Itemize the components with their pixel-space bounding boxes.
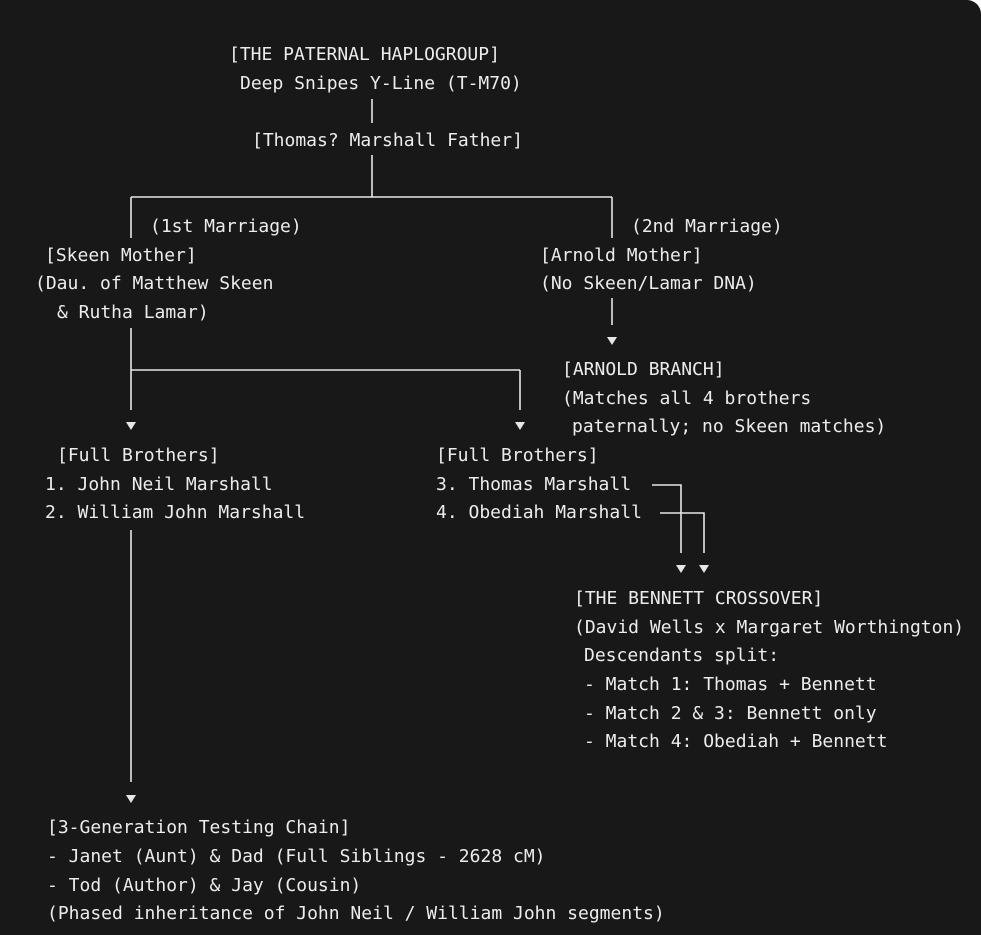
arnold-branch-header: [ARNOLD BRANCH] xyxy=(562,359,725,380)
connector-thomas-bennett xyxy=(652,484,682,553)
father-node: [Thomas? Marshall Father] xyxy=(252,130,523,151)
bennett-match23: - Match 2 & 3: Bennett only xyxy=(584,703,877,724)
full-brothers-a-header: [Full Brothers] xyxy=(57,445,220,466)
arrow-to-arnold-branch xyxy=(607,337,617,345)
testing-chain-line3: (Phased inheritance of John Neil / Willi… xyxy=(47,903,665,924)
second-marriage-label: (2nd Marriage) xyxy=(631,216,783,237)
testing-chain-header: [3-Generation Testing Chain] xyxy=(47,817,351,838)
bennett-match4: - Match 4: Obediah + Bennett xyxy=(584,731,888,752)
testing-chain-line1: - Janet (Aunt) & Dad (Full Siblings - 26… xyxy=(47,846,546,867)
arnold-branch-line2: paternally; no Skeen matches) xyxy=(572,416,887,437)
skeen-mother-line2: & Rutha Lamar) xyxy=(57,302,209,323)
skeen-mother-header: [Skeen Mother] xyxy=(45,245,197,266)
brother-thomas: 3. Thomas Marshall xyxy=(436,474,632,495)
skeen-mother-line1: (Dau. of Matthew Skeen xyxy=(35,273,274,294)
arnold-mother-line1: (No Skeen/Lamar DNA) xyxy=(540,273,757,294)
arrow-to-full-brothers-b xyxy=(515,422,525,430)
brother-obediah: 4. Obediah Marshall xyxy=(436,502,642,523)
arrow-obediah-bennett xyxy=(699,565,709,573)
first-marriage-label: (1st Marriage) xyxy=(150,216,302,237)
brother-john-neil: 1. John Neil Marshall xyxy=(45,474,273,495)
brother-william-john: 2. William John Marshall xyxy=(45,502,306,523)
bennett-header: [THE BENNETT CROSSOVER] xyxy=(574,588,824,609)
bennett-line2: Descendants split: xyxy=(584,645,780,666)
connector-obediah-bennett xyxy=(660,512,705,553)
testing-chain-line2: - Tod (Author) & Jay (Cousin) xyxy=(47,875,362,896)
arrow-to-full-brothers-a xyxy=(126,422,136,430)
arrow-to-testing-chain xyxy=(126,795,136,803)
arnold-mother-header: [Arnold Mother] xyxy=(540,245,703,266)
arrow-thomas-bennett xyxy=(676,565,686,573)
arnold-branch-line1: (Matches all 4 brothers xyxy=(562,388,812,409)
haplogroup-lineage: Deep Snipes Y-Line (T-M70) xyxy=(240,73,522,94)
haplogroup-header: [THE PATERNAL HAPLOGROUP] xyxy=(229,44,500,65)
bennett-line1: (David Wells x Margaret Worthington) xyxy=(574,617,965,638)
full-brothers-b-header: [Full Brothers] xyxy=(436,445,599,466)
bennett-match1: - Match 1: Thomas + Bennett xyxy=(584,674,877,695)
